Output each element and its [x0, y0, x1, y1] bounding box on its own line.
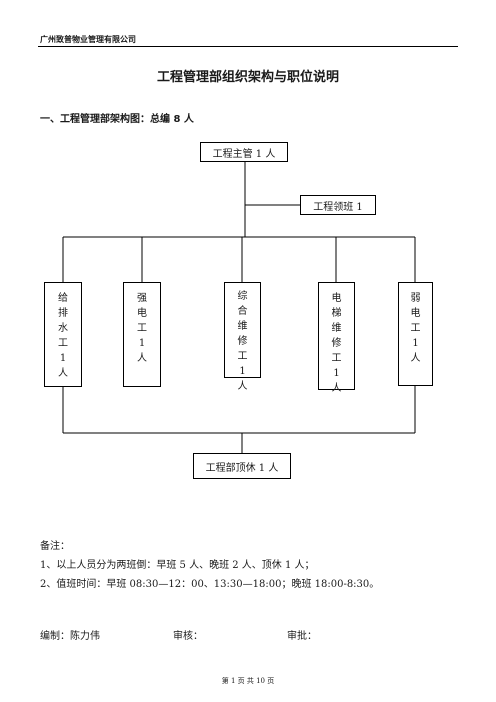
- org-char: 水: [58, 323, 68, 334]
- notes-title: 备注：: [40, 541, 70, 552]
- note-line-2: 2、值班时间：早班 08:30—12：00、13:30—18:00；晚班 18:…: [40, 579, 380, 590]
- org-box-relief: 工程部顶休 1 人: [193, 453, 291, 479]
- org-char: 1: [412, 338, 419, 349]
- document-title: 工程管理部组织架构与职位说明: [156, 70, 339, 85]
- header-company: 广州致普物业管理有限公司: [40, 35, 136, 44]
- org-char: 弱: [410, 293, 421, 304]
- org-char: 排: [58, 308, 68, 319]
- note-line-1: 1、以上人员分为两班倒：早班 5 人、晚班 2 人、顶休 1 人；: [40, 560, 315, 571]
- org-box-supervisor: 工程主管 1 人: [200, 142, 288, 162]
- org-char: 电: [410, 308, 421, 319]
- org-char: 综: [237, 291, 248, 302]
- signoff-approved: 审批：: [287, 631, 317, 642]
- org-char: 工: [331, 353, 342, 364]
- signoff-compiled: 编制：陈力伟: [40, 631, 100, 642]
- org-box-electrical: 强 电 工 1 人: [123, 282, 161, 387]
- header-rule: [38, 46, 458, 47]
- org-char: 人: [237, 381, 248, 392]
- org-char: 工: [237, 351, 248, 362]
- org-box-elevator: 电 梯 维 修 工 1 人: [318, 282, 355, 394]
- org-box-lead: 工程领班 1: [300, 195, 376, 215]
- org-char: 1: [333, 368, 340, 379]
- section-heading: 一、工程管理部架构图：总编 8 人: [40, 114, 194, 125]
- org-box-general-maintenance: 综 合 维 修 工 1 人: [224, 282, 261, 392]
- org-char: 修: [331, 338, 342, 349]
- signoff-reviewed: 审核：: [173, 631, 203, 642]
- org-char: 强: [137, 293, 147, 304]
- org-char: 合: [237, 306, 248, 317]
- org-char: 梯: [331, 308, 342, 319]
- org-char: 给: [58, 293, 68, 304]
- org-box-supervisor-label: 工程主管 1 人: [212, 148, 276, 160]
- org-char: 人: [58, 368, 68, 379]
- org-char: 人: [410, 353, 421, 364]
- org-char: 维: [331, 323, 342, 334]
- org-char: 1: [59, 353, 67, 364]
- org-char: 维: [237, 321, 248, 332]
- org-char: 修: [237, 336, 248, 347]
- org-char: 电: [137, 308, 147, 319]
- org-char: 电: [331, 293, 342, 304]
- org-char: 工: [410, 323, 421, 334]
- org-box-low-voltage: 弱 电 工 1 人: [398, 282, 433, 386]
- org-char: 1: [138, 338, 146, 349]
- org-box-plumbing: 给 排 水 工 1 人: [44, 282, 82, 387]
- org-char: 工: [58, 338, 68, 349]
- org-box-relief-label: 工程部顶休 1 人: [205, 462, 279, 474]
- org-char: 1: [239, 366, 246, 377]
- org-char: 工: [137, 323, 147, 334]
- page-footer: 第 1 页 共 10 页: [221, 677, 275, 685]
- org-char: 人: [137, 353, 147, 364]
- org-box-lead-label: 工程领班 1: [313, 201, 363, 213]
- org-char: 人: [331, 383, 342, 394]
